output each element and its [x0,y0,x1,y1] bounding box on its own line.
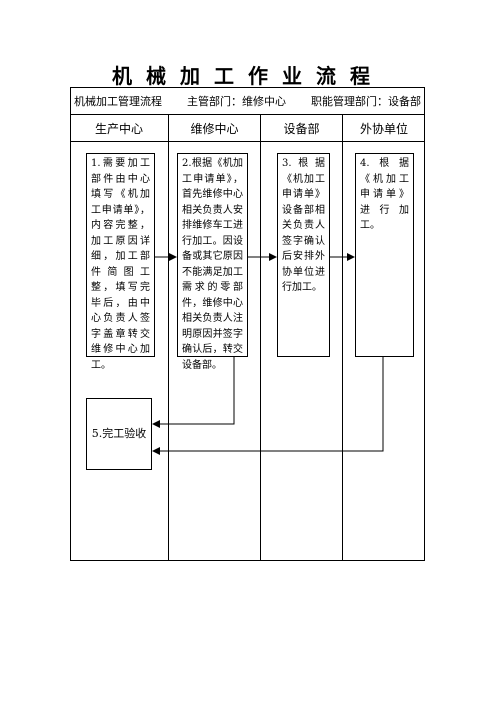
lane-divider [168,114,169,561]
functional-department: 职能管理部门：设备部 [311,95,421,108]
step-3-box: 3.根据《机加工申请单》设备部相关负责人签字确认后安排外协单位进行加工。 [277,153,330,357]
page-title: 机械加工作业流程 [112,64,384,88]
lane-divider [260,114,261,561]
arrow-2-to-5 [152,357,235,428]
header-row: 机械加工管理流程 主管部门：维修中心 职能管理部门：设备部 [70,88,425,114]
divider [70,141,425,142]
flow-table [70,87,425,561]
process-name: 机械加工管理流程 [74,95,162,108]
column-header-production: 生产中心 [94,121,143,136]
column-header-maintenance: 维修中心 [190,121,239,136]
step-5-box: 5.完工验收 [86,398,152,470]
lead-department: 主管部门：维修中心 [187,95,286,108]
divider [70,114,425,115]
arrow-4-to-5 [152,357,384,455]
step-1-box: 1.需要加工部件由中心填写《机加工申请单》，内容完整，加工原因详细，加工部件简图… [86,153,155,371]
column-header-equipment: 设备部 [283,121,320,136]
step-2-box: 2.根据《机加工申请单》，首先维修中心相关负责人安排维修车工进行加工。因设备或其… [177,153,248,371]
lane-divider [342,114,343,561]
column-header-outsourcing: 外协单位 [359,121,408,136]
step-4-box: 4.根据《机加工申请单》进行加工。 [355,153,414,357]
